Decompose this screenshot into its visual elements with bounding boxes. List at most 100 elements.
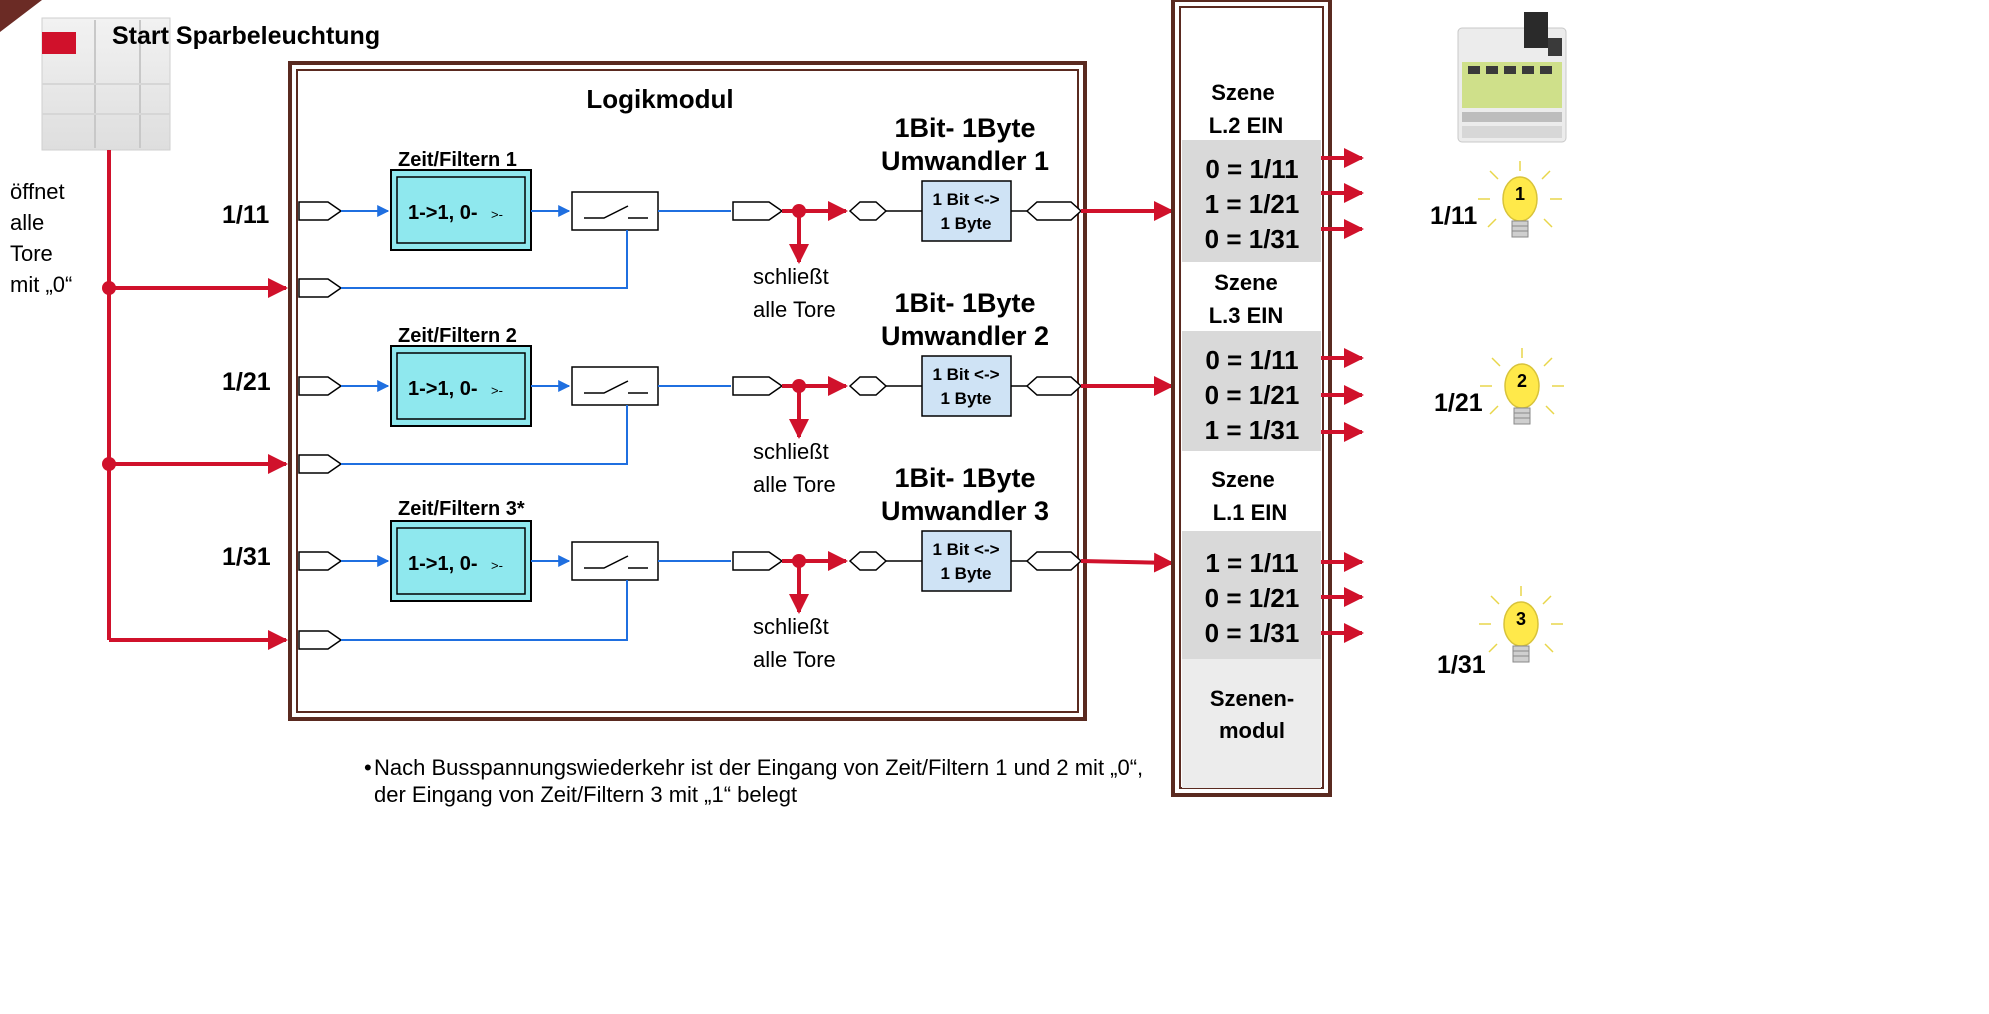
input-address: 1/31 (222, 543, 271, 571)
scene-value: 0 = 1/31 (1205, 618, 1300, 648)
scene-label: Szene (1211, 467, 1275, 492)
converter-line: 1 Bit <-> (932, 540, 999, 559)
scene-value: 0 = 1/21 (1205, 380, 1300, 410)
scene-label: L.3 EIN (1209, 303, 1284, 328)
filter-text: 1->1, 0- (408, 553, 477, 575)
scene-value: 0 = 1/11 (1205, 345, 1298, 375)
converter-title: 1Bit- 1Byte (894, 463, 1035, 493)
channel-1: Zeit/Filtern 1 1->1, 0- >- 1 Bit <-> 1 B… (298, 149, 1174, 298)
filter-text-suffix: >- (491, 383, 503, 398)
filter-block (390, 345, 532, 427)
converter-line: 1 Bit <-> (932, 190, 999, 209)
filter-title: Zeit/Filtern 3* (398, 498, 525, 520)
filter-text: 1->1, 0- (408, 202, 477, 224)
switch-actuator (1457, 12, 1567, 143)
converter-title: Umwandler 1 (881, 146, 1049, 176)
lamp-address: 1/31 (1437, 651, 1486, 679)
channel-2: Zeit/Filtern 2 1->1, 0- >- 1 Bit <-> 1 B… (298, 325, 1174, 474)
input-port (298, 551, 343, 571)
converter-line: 1 Bit <-> (932, 365, 999, 384)
input-port (298, 201, 343, 221)
input-address: 1/21 (222, 368, 271, 396)
scene-values-panel (1182, 331, 1321, 451)
filter-text-suffix: >- (491, 207, 503, 222)
left-note-line: mit „0“ (10, 272, 72, 297)
scene-values-panel (1182, 531, 1321, 659)
close-note: alle Tore (753, 297, 836, 322)
switch-gate (571, 366, 659, 406)
scene-module (1171, 0, 1332, 797)
converter-block (921, 530, 1012, 592)
filter-text: 1->1, 0- (408, 378, 477, 400)
lamp-number: 1 (1515, 184, 1525, 204)
output-port (732, 551, 784, 571)
lamp-number: 2 (1517, 371, 1527, 391)
footer-line: der Eingang von Zeit/Filtern 3 mit „1“ b… (374, 782, 797, 807)
output-port (732, 201, 784, 221)
scene-module-footer (1182, 659, 1321, 788)
logic-module (288, 61, 1087, 721)
converter-title: Umwandler 2 (881, 321, 1049, 351)
scene-value: 1 = 1/31 (1205, 415, 1300, 445)
filter-title: Zeit/Filtern 1 (398, 149, 517, 171)
lamp-number: 3 (1516, 609, 1526, 629)
close-note: schließt (753, 264, 829, 289)
filter-text-suffix: >- (491, 558, 503, 573)
footer-line: Nach Busspannungswiederkehr ist der Eing… (374, 755, 1143, 780)
scene-outputs (1321, 148, 1364, 643)
lamp-address: 1/21 (1434, 389, 1483, 417)
left-note: öffnet alle Tore mit „0“ (10, 179, 72, 297)
channel-3: Zeit/Filtern 3* 1->1, 0- >- 1 Bit <-> 1 … (298, 498, 1174, 650)
button-led (42, 32, 76, 54)
scene-module-title: Szenen- (1210, 686, 1294, 711)
left-note-line: alle (10, 210, 44, 235)
gate-port (298, 454, 343, 474)
converter-line: 1 Byte (940, 214, 991, 233)
switch-gate (571, 541, 659, 581)
output-port (732, 376, 784, 396)
converter-title: Umwandler 3 (881, 496, 1049, 526)
switch-gate (571, 191, 659, 231)
scene-value: 0 = 1/21 (1205, 583, 1300, 613)
scene-label: Szene (1214, 270, 1278, 295)
start-bus (102, 150, 288, 650)
converter-block (921, 180, 1012, 242)
close-note: schließt (753, 439, 829, 464)
left-note-line: öffnet (10, 179, 65, 204)
scene-value: 0 = 1/11 (1205, 154, 1298, 184)
converter-title: 1Bit- 1Byte (894, 288, 1035, 318)
converter-title: 1Bit- 1Byte (894, 113, 1035, 143)
corner-mark (0, 0, 42, 32)
close-note: alle Tore (753, 647, 836, 672)
gate-port (298, 278, 343, 298)
scene-label: Szene (1211, 80, 1275, 105)
bulb-icon (1480, 348, 1564, 425)
scene-label: L.2 EIN (1209, 113, 1284, 138)
header-title: Start Sparbeleuchtung (112, 22, 380, 50)
filter-block (390, 520, 532, 602)
scene-value: 1 = 1/21 (1205, 189, 1300, 219)
bulb-icon (1479, 586, 1563, 663)
push-button (41, 17, 171, 151)
footer-bullet: • (364, 755, 372, 780)
input-address: 1/11 (222, 201, 269, 229)
converter-block (921, 355, 1012, 417)
scene-label: L.1 EIN (1213, 500, 1288, 525)
scene-value: 1 = 1/11 (1205, 548, 1298, 578)
scene-value: 0 = 1/31 (1205, 224, 1300, 254)
scene-module-title: modul (1219, 718, 1285, 743)
lamp-address: 1/11 (1430, 202, 1477, 230)
close-note: schließt (753, 614, 829, 639)
logic-module-title: Logikmodul (586, 84, 733, 114)
input-port (298, 376, 343, 396)
converter-line: 1 Byte (940, 564, 991, 583)
bulb-icon (1478, 161, 1562, 238)
gate-port (298, 630, 343, 650)
filter-title: Zeit/Filtern 2 (398, 325, 517, 347)
converter-line: 1 Byte (940, 389, 991, 408)
filter-block (390, 169, 532, 251)
close-note: alle Tore (753, 472, 836, 497)
scene-values-panel (1182, 140, 1321, 262)
